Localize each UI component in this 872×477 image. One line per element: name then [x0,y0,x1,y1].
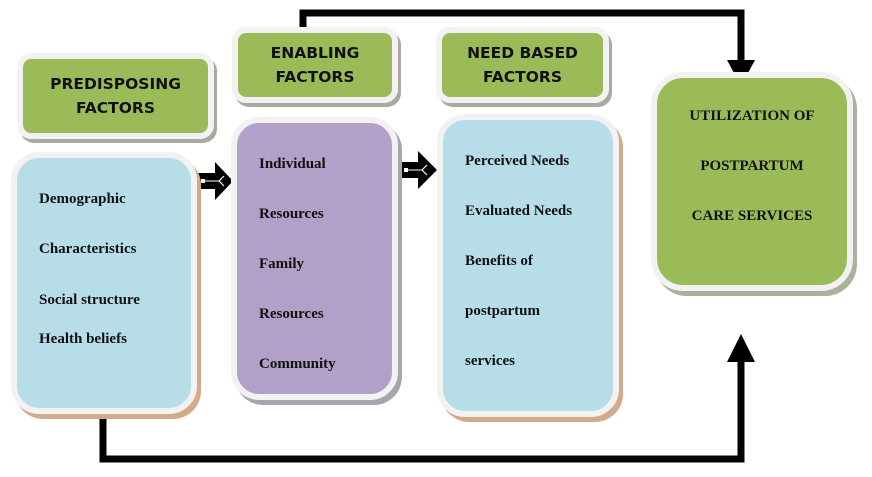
enabling-item: Individual [259,156,326,172]
up-arrowhead-icon [727,334,755,362]
right-block-arrow-icon [195,162,233,200]
predisposing-item: Characteristics [39,241,137,257]
header-line: FACTORS [275,68,355,86]
need-based-factors-header: NEED BASED FACTORS [436,27,609,103]
need-based-factors-box: Perceived Needs Evaluated Needs Benefits… [437,114,619,417]
predisposing-item: Social structure [39,292,140,308]
header-line: PREDISPOSING [50,75,181,93]
enabling-factors-header: ENABLING FACTORS [232,27,398,103]
right-block-arrow-icon [398,151,437,189]
predisposing-factors-header: PREDISPOSING FACTORS [17,53,214,139]
need-item: Evaluated Needs [465,203,573,219]
need-item: Perceived Needs [465,153,570,169]
need-item: services [465,353,515,369]
enabling-factors-box: Individual Resources Family Resources Co… [231,117,398,400]
header-line: FACTORS [75,99,156,117]
need-item: postpartum [465,303,541,319]
outcome-line: POSTPARTUM [700,158,804,174]
need-item: Benefits of [465,253,533,269]
enabling-item: Resources [259,206,324,222]
outcome-line: CARE SERVICES [691,208,813,224]
header-line: NEED BASED [467,44,578,62]
enabling-item: Family [259,256,304,272]
header-line: ENABLING [270,44,360,62]
utilization-outcome-box: UTILIZATION OF POSTPARTUM CARE SERVICES [651,72,853,291]
predisposing-item: Health beliefs [39,331,127,347]
bottom-connector-line [99,362,745,463]
header-line: FACTORS [482,68,563,86]
predisposing-factors-box: Demographic Characteristics Social struc… [11,152,197,414]
predisposing-item: Demographic [39,191,126,207]
enabling-item: Community [259,356,336,372]
enabling-item: Resources [259,306,324,322]
outcome-line: UTILIZATION OF [689,108,815,124]
